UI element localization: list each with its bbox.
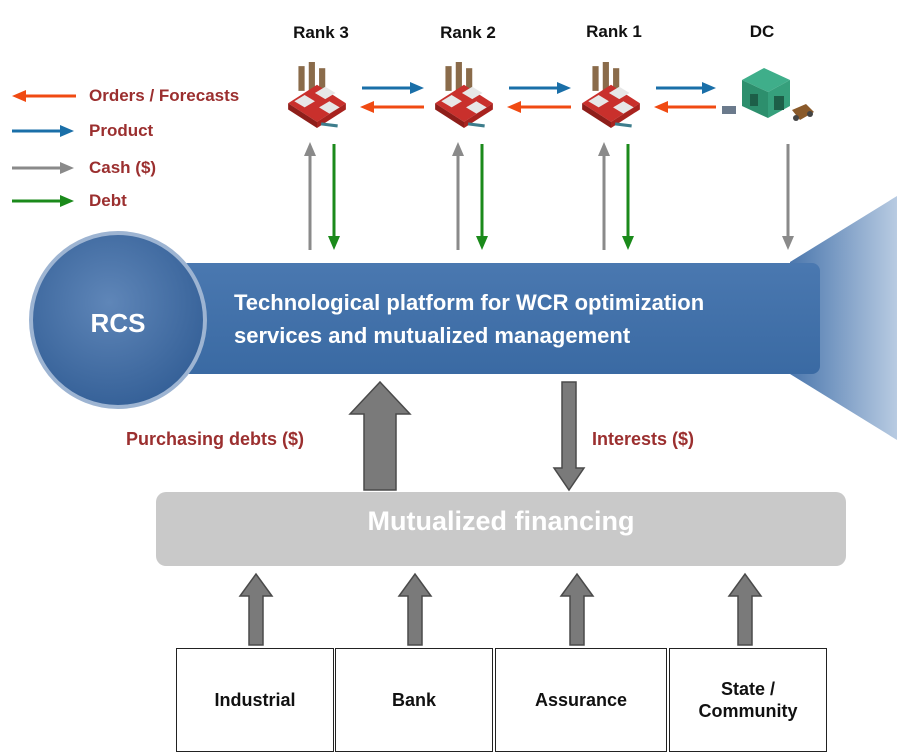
source-assurance: Assurance: [495, 648, 667, 752]
legend-orders-label: Orders / Forecasts: [89, 86, 240, 105]
legend-debt-label: Debt: [89, 191, 127, 210]
legend-product-label: Product: [89, 121, 154, 140]
factory-icon-rank2: [433, 62, 495, 128]
legend-product-arrow: [12, 125, 74, 137]
source-bank: Bank: [335, 648, 493, 752]
financing-label: Mutualized financing: [367, 506, 635, 536]
chain-arrows-1-dc: [654, 82, 716, 113]
financing-bar: [156, 492, 846, 566]
industrial-up-arrow: [238, 572, 274, 646]
source-industrial: Industrial: [176, 648, 334, 752]
rank3-label: Rank 3: [293, 23, 349, 42]
source-industrial-label: Industrial: [214, 690, 296, 710]
rcs-label: RCS: [90, 308, 146, 338]
source-assurance-label: Assurance: [534, 690, 628, 710]
chain-arrows-2-1: [507, 82, 571, 113]
platform-fan: [790, 196, 897, 440]
rank1-vertical-arrows: [598, 142, 634, 250]
purchasing-up-arrow: [348, 380, 412, 491]
state-up-arrow: [727, 572, 763, 646]
factory-icon-rank1: [580, 62, 642, 128]
interests-label: Interests ($): [592, 429, 695, 449]
purchasing-debts-label: Purchasing debts ($): [126, 429, 305, 449]
source-state-community: State / Community: [669, 648, 827, 752]
legend-debt-arrow: [12, 195, 74, 207]
chain-arrows-3-2: [360, 82, 424, 113]
rcs-circle: [29, 231, 207, 409]
source-state-label: State / Community: [698, 679, 798, 721]
platform-label: Technological platform for WCR optimizat…: [234, 290, 705, 348]
legend-cash-arrow: [12, 162, 74, 174]
factory-icon-rank3: [286, 62, 348, 128]
platform-bar: [180, 263, 820, 374]
rank1-label: Rank 1: [586, 22, 642, 41]
legend-cash-label: Cash ($): [89, 158, 157, 177]
bank-up-arrow: [397, 572, 433, 646]
dc-label: DC: [749, 22, 775, 41]
rank2-vertical-arrows: [452, 142, 488, 250]
legend-orders-arrow: [12, 90, 76, 102]
rank2-label: Rank 2: [440, 23, 496, 42]
warehouse-icon: [722, 68, 814, 121]
assurance-up-arrow: [559, 572, 595, 646]
rank3-vertical-arrows: [304, 142, 340, 250]
interests-down-arrow: [552, 381, 586, 492]
source-bank-label: Bank: [391, 690, 436, 710]
dc-vertical-arrow: [782, 144, 794, 250]
